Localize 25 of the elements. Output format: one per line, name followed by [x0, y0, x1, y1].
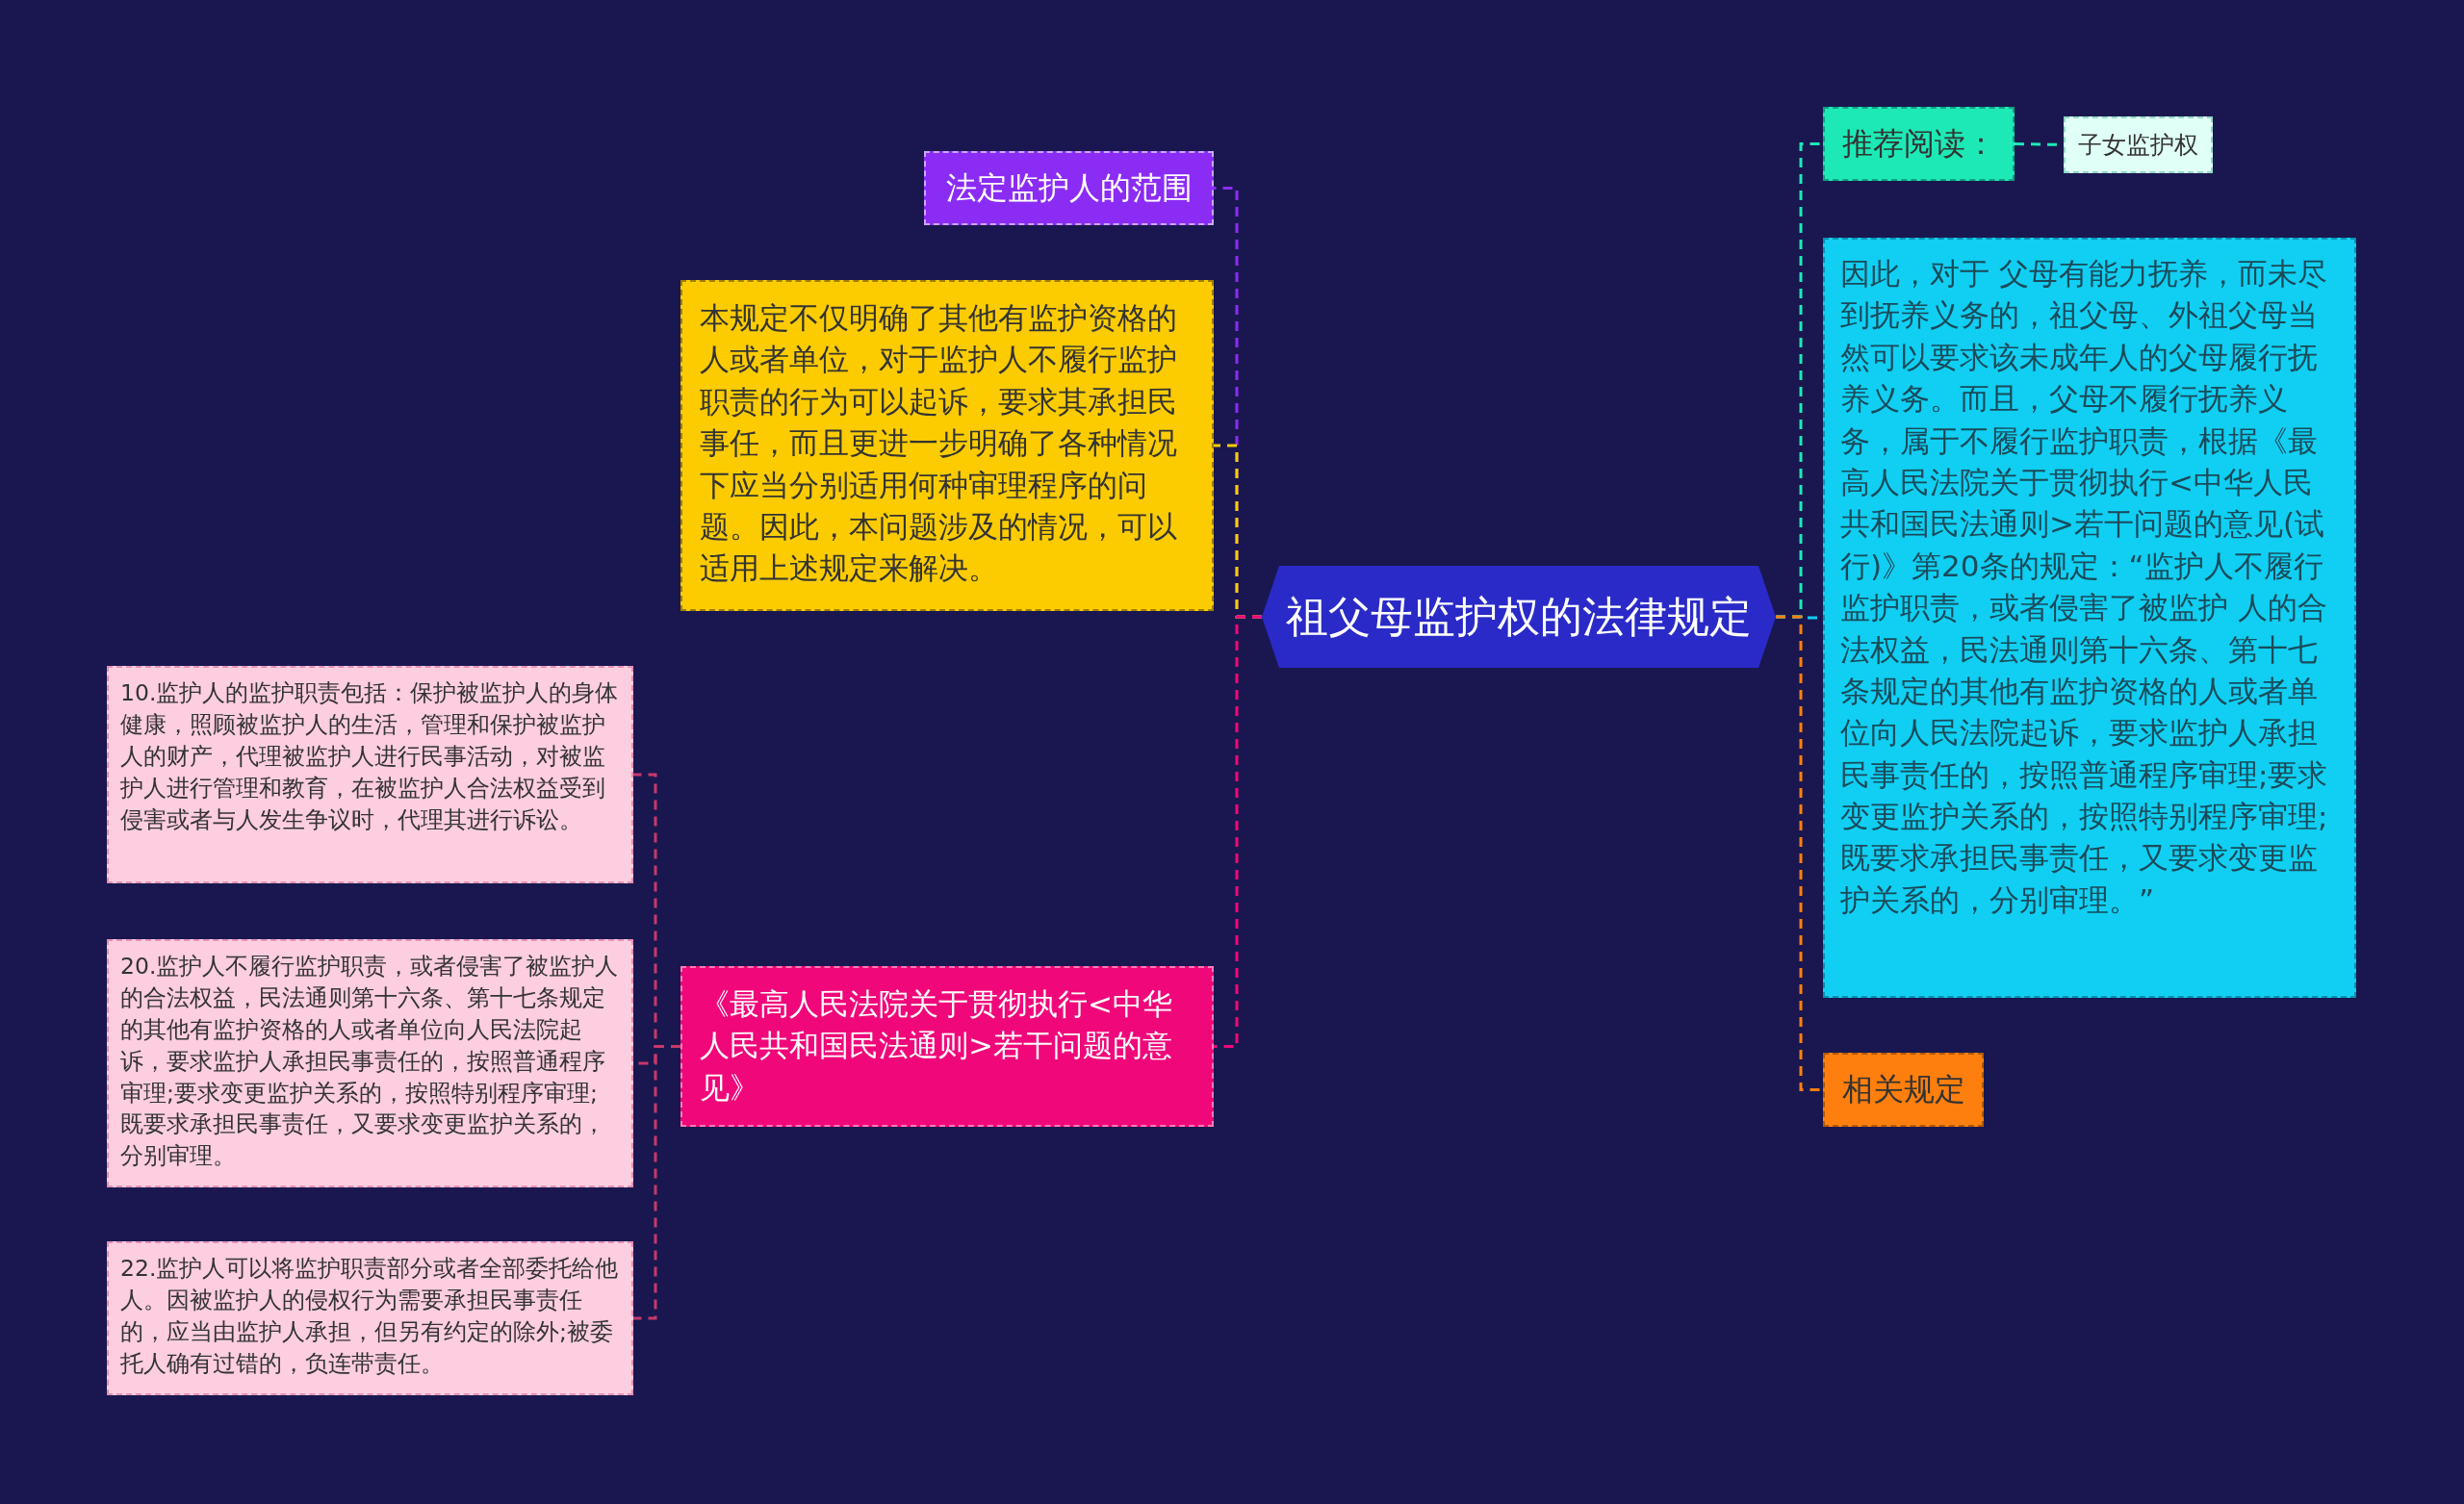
- topic-text: 本规定不仅明确了其他有监护资格的人或者单位，对于监护人不履行监护职责的行为可以起诉，要求其承担民事任，而且更进一步明确了各种情况下应当分别适用何种审理程序的问题。因此，本问题涉及的情况，可以适用上述规定来解决。: [700, 299, 1178, 588]
- topic-box: [680, 966, 1214, 1127]
- topic-box: [107, 1241, 633, 1395]
- topic-text: 法定监护人的范围: [945, 168, 1193, 209]
- topic-text: 子女监护权: [2078, 130, 2198, 161]
- topic-box: [107, 666, 633, 883]
- topic-text: 20.监护人不履行监护职责，或者侵害了被监护人的合法权益，民法通则第十六条、第十七条规定的其他有监护资格的人或者单位向人民法院起诉，要求监护人承担民事责任的，按照普通程序审理;要求变更监护关系的，按照特别程序审理;既要求承担民事责任，又要求变更监护关系的，分别审理。: [120, 952, 620, 1172]
- central-topic: [1262, 566, 1776, 668]
- topic-text: 《最高人民法院关于贯彻执行<中华人民共和国民法通则>若干问题的意见》: [700, 985, 1173, 1107]
- topic-text: 因此，对于 父母有能力抚养，而未尽到抚养义务的，祖父母、外祖父母当然可以要求该未成年人的父母履行抚养义务。而且，父母不履行抚养义务，属于不履行监护职责，根据《最高人民法院关于贯彻执行<中华人民共和国民法通则>若干问题的意见(试行)》第20条的规定：“监护人不履行监护职责，或者侵害了被监护 人的合法权益，民法通则第十六条、第十七条规定的其他有监护资格的人或者单位向人民法院起诉，要求监护人承担民事责任的，按照普通程序审理;要求变更监护关系的，按照特别程序审理;既要求承担民事责任，又要求变更监护关系的，分别审理。”: [1840, 255, 2329, 919]
- connector-line: [1776, 615, 1823, 1091]
- topic-box: [1823, 238, 2356, 998]
- topic-box: [107, 939, 633, 1187]
- topic-box: [924, 151, 1214, 225]
- connector-line: [633, 1045, 680, 1320]
- topic-text: 相关规定: [1841, 1070, 1965, 1110]
- topic-box: [1823, 1053, 1984, 1127]
- topic-box: [680, 280, 1214, 611]
- topic-box: [1823, 107, 2015, 181]
- topic-text: 22.监护人可以将监护职责部分或者全部委托给他人。因被监护人的侵权行为需要承担民事责任的，应当由监护人承担，但另有约定的除外;被委托人确有过错的，负连带责任。: [120, 1254, 620, 1379]
- topic-text: 10.监护人的监护职责包括：保护被监护人的身体健康，照顾被监护人的生活，管理和保护被监护人的财产，代理被监护人进行民事活动，对被监护人进行管理和教育，在被监护人合法权益受到侵害或者与人发生争议时，代理其进行诉讼。: [120, 678, 620, 835]
- topic-text: 推荐阅读：: [1841, 124, 1996, 165]
- connector-line: [1214, 615, 1262, 1048]
- topic-box: [2064, 116, 2213, 173]
- topic-text: 祖父母监护权的法律规定: [1286, 591, 1752, 644]
